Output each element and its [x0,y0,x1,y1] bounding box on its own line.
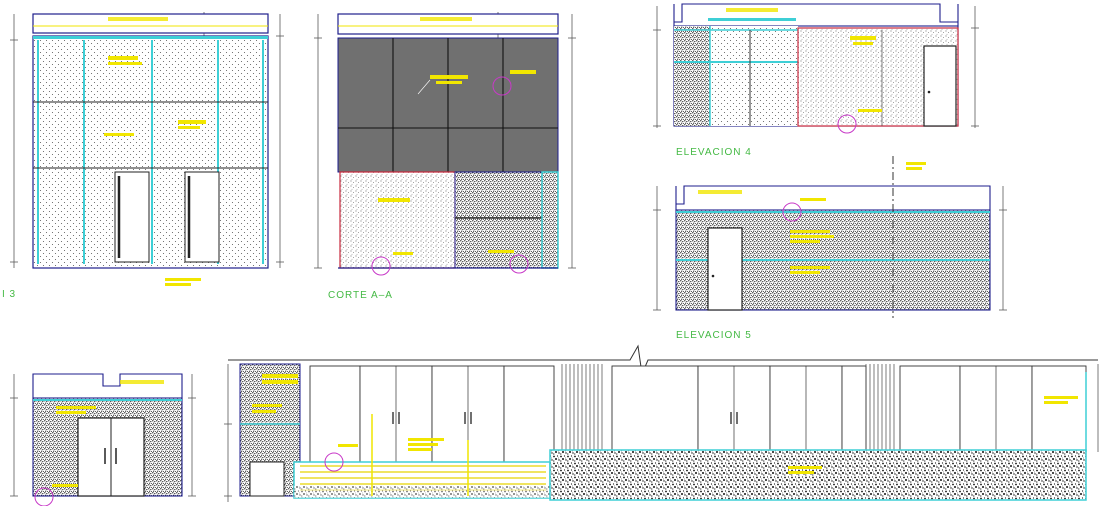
door [707,227,743,311]
detail-callout [782,202,802,222]
detail-callout [324,452,344,472]
header-band [675,185,991,211]
elevation-view-1: I 3 [2,12,284,300]
view-label: ELEVACION 4 [676,147,752,158]
view-label: ELEVACION 5 [676,330,752,341]
door [923,45,957,127]
detail-callout [837,114,857,134]
detail-callout [371,256,391,276]
long-elevation-view [224,344,1099,502]
door-right [184,171,220,263]
gravel-hatch-strip [294,486,550,498]
section-aa-view: CORTE A–A [314,12,576,301]
dense-stipple-hatch-panel [674,26,710,126]
header-band [673,3,959,27]
upper-cabinets [309,365,1087,463]
break-line [228,344,1098,376]
stipple-hatch-panel [32,35,269,269]
detail-callout [492,76,512,96]
gravel-hatch-base [549,449,1087,501]
header-band [337,13,559,35]
header-band [32,373,183,399]
slatted-column [561,364,895,452]
elevation-4-view: ELEVACION 4 [653,3,979,158]
elevation-view-6 [10,373,196,506]
detail-callout [34,487,54,506]
dot-grid-hatch-panel [710,26,798,126]
view-label: CORTE A–A [328,290,393,301]
view-label: I 3 [2,289,16,300]
detail-callout [509,254,529,274]
header-band [32,13,269,34]
elevation-5-view: ELEVACION 5 [653,156,1007,341]
door-left [114,171,150,263]
